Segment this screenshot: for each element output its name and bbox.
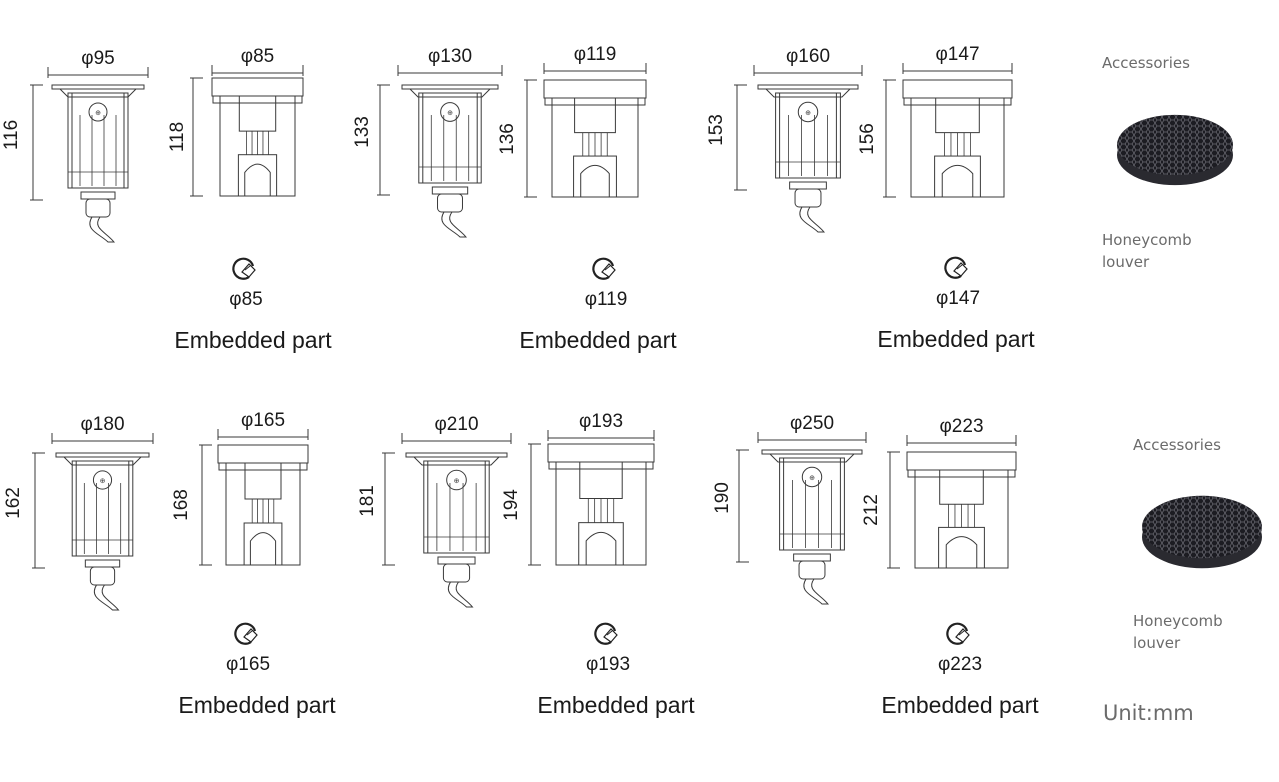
embedded-height-label: 168 [171,489,192,521]
embedded-height-label: 212 [861,494,882,526]
accessories-heading: Accessories [1102,54,1190,72]
cutout-icon [592,257,616,280]
embedded-part-drawing [528,430,655,566]
fixture-height-label: 153 [706,113,727,146]
accessory-name-line: Honeycomb [1102,231,1192,249]
fixture-diameter-label: φ160 [785,46,831,67]
embedded-height-label: 118 [167,121,188,153]
honeycomb-louver-icon [1117,114,1233,186]
embedded-part-drawing [887,435,1017,569]
embedded-diameter-label: φ165 [240,410,286,431]
accessory-name: Honeycomb louver [1102,229,1192,273]
product-group: ⊕ [736,432,1017,645]
embedded-part-caption: Embedded part [174,327,332,353]
embedded-part-drawing [199,429,309,566]
fixture-diameter-label: φ210 [434,414,479,435]
cutout-icon [234,622,258,645]
embedded-height-label: 136 [497,122,518,155]
embedded-diameter-label: φ223 [939,416,984,437]
fixture-height-label: 190 [712,482,733,514]
fixture-drawing: ⊕ [32,433,154,611]
honeycomb-louver-icon [1142,495,1262,569]
embedded-diameter-label: φ85 [240,46,275,67]
cutout-diameter-label: φ223 [937,654,983,675]
embedded-diameter-label: φ147 [935,44,980,65]
product-group: ⊕ [32,429,309,645]
accessory-name: Honeycomb louver [1133,610,1223,654]
svg-text:⊕: ⊕ [447,110,453,117]
unit-label: Unit:mm [1103,701,1194,725]
embedded-diameter-label: φ119 [573,44,617,65]
product-group: ⊕ [30,65,304,280]
product-group: ⊕ [734,63,1013,279]
svg-text:⊕: ⊕ [100,478,106,485]
embedded-part-caption: Embedded part [877,326,1035,352]
fixture-drawing: ⊕ [734,65,863,233]
cutout-icon [946,622,970,645]
cutout-diameter-label: φ119 [584,289,628,310]
embedded-height-label: 194 [501,488,522,521]
fixture-drawing: ⊕ [382,433,512,608]
embedded-diameter-label: φ193 [578,411,624,432]
fixture-height-label: 162 [3,486,24,519]
cutout-icon [232,257,256,280]
embedded-height-label: 156 [857,122,878,155]
fixture-drawing: ⊕ [30,67,149,243]
svg-text:⊕: ⊕ [805,110,811,117]
fixture-diameter-label: φ250 [789,413,835,434]
fixture-diameter-label: φ95 [81,48,115,69]
fixture-drawing: ⊕ [377,65,503,238]
embedded-part-drawing [190,65,304,197]
cutout-diameter-label: φ85 [229,289,263,310]
svg-text:⊕: ⊕ [454,478,460,485]
embedded-part-drawing [883,63,1013,198]
fixture-diameter-label: φ180 [80,414,125,435]
accessory-name-line: louver [1133,634,1181,652]
embedded-part-caption: Embedded part [537,692,695,718]
fixture-diameter-label: φ130 [427,46,473,67]
fixture-height-label: 116 [1,119,22,150]
svg-text:⊕: ⊕ [809,475,815,482]
product-group: ⊕ [377,63,647,280]
fixture-height-label: 133 [352,116,373,148]
accessories-heading: Accessories [1133,436,1221,454]
svg-text:⊕: ⊕ [95,110,101,117]
cutout-icon [594,622,618,645]
embedded-part-caption: Embedded part [178,692,336,718]
cutout-icon [944,256,968,279]
accessory-name-line: Honeycomb [1133,612,1223,630]
product-group: ⊕ [382,430,655,645]
embedded-part-caption: Embedded part [519,327,677,353]
cutout-diameter-label: φ147 [935,288,981,309]
fixture-drawing: ⊕ [736,432,867,605]
accessory-name-line: louver [1102,253,1150,271]
cutout-diameter-label: φ165 [225,654,271,675]
cutout-diameter-label: φ193 [585,654,631,675]
embedded-part-drawing [524,63,647,198]
fixture-height-label: 181 [357,485,378,517]
embedded-part-caption: Embedded part [881,692,1039,718]
